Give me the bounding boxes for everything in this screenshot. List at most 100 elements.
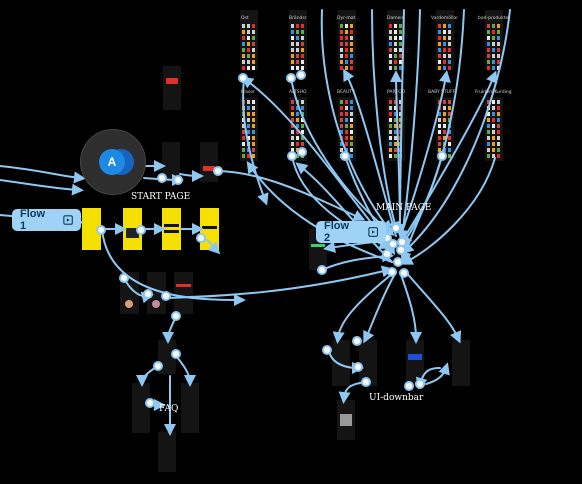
connection-node[interactable] bbox=[317, 265, 327, 275]
product-tile bbox=[296, 124, 299, 128]
screen-downbar-4[interactable] bbox=[452, 340, 470, 386]
product-tile bbox=[394, 54, 397, 58]
connection-node[interactable] bbox=[404, 381, 414, 391]
product-tile bbox=[242, 142, 245, 146]
product-tile bbox=[389, 106, 392, 110]
presentation-icon[interactable] bbox=[63, 214, 73, 226]
connection-node[interactable] bbox=[196, 233, 206, 243]
screen-onboard-3[interactable] bbox=[174, 272, 193, 314]
screen-faq-bottom[interactable] bbox=[158, 432, 176, 472]
product-tile bbox=[394, 106, 397, 110]
product-tile bbox=[394, 112, 397, 116]
product-tile bbox=[492, 142, 495, 146]
connection-node[interactable] bbox=[238, 73, 248, 83]
product-tile bbox=[492, 60, 495, 64]
category-label: Vardemöllar bbox=[431, 16, 459, 21]
product-tile bbox=[252, 24, 255, 28]
connection-node[interactable] bbox=[119, 273, 129, 283]
product-tile bbox=[252, 60, 255, 64]
connection-node[interactable] bbox=[415, 379, 425, 389]
product-tile bbox=[394, 60, 397, 64]
product-tile bbox=[492, 148, 495, 152]
connection-node[interactable] bbox=[145, 398, 155, 408]
screen-login-a[interactable] bbox=[162, 142, 180, 182]
product-tile bbox=[345, 112, 348, 116]
product-tile bbox=[389, 60, 392, 64]
screen-splash[interactable] bbox=[163, 66, 181, 110]
product-tile bbox=[389, 42, 392, 46]
product-tile bbox=[350, 100, 353, 104]
screen-start-3[interactable] bbox=[162, 208, 181, 250]
connection-node[interactable] bbox=[382, 249, 392, 259]
screen-login-b[interactable] bbox=[200, 142, 218, 182]
product-tile bbox=[242, 66, 245, 70]
connection-node[interactable] bbox=[397, 237, 407, 247]
product-tile bbox=[394, 148, 397, 152]
connection-node[interactable] bbox=[173, 175, 183, 185]
connection-node[interactable] bbox=[171, 349, 181, 359]
product-tile bbox=[448, 118, 451, 122]
product-tile bbox=[340, 118, 343, 122]
connection-node[interactable] bbox=[96, 225, 106, 235]
connection-node[interactable] bbox=[171, 311, 181, 321]
screen-downbar-1[interactable] bbox=[332, 340, 350, 386]
connection-node[interactable] bbox=[353, 362, 363, 372]
connection-node[interactable] bbox=[393, 257, 403, 267]
product-tile bbox=[247, 112, 250, 116]
category-label: PARFOO bbox=[387, 90, 406, 95]
connection-node[interactable] bbox=[296, 70, 306, 80]
flow-chip-flow-1[interactable]: Flow 1 bbox=[12, 208, 81, 232]
connection-node[interactable] bbox=[161, 291, 171, 301]
product-tile bbox=[247, 106, 250, 110]
screen-start-1[interactable] bbox=[82, 208, 101, 250]
connection-node[interactable] bbox=[157, 173, 167, 183]
product-tile bbox=[291, 60, 294, 64]
connection-node[interactable] bbox=[387, 267, 397, 277]
product-tile bbox=[497, 142, 500, 146]
screen-downbar-3[interactable] bbox=[406, 340, 424, 386]
connection-node[interactable] bbox=[286, 73, 296, 83]
connection-node[interactable] bbox=[388, 239, 398, 249]
product-tile bbox=[247, 130, 250, 134]
connection-node[interactable] bbox=[352, 336, 362, 346]
connection-node[interactable] bbox=[136, 225, 146, 235]
connection-node[interactable] bbox=[340, 151, 350, 161]
connection-node[interactable] bbox=[437, 151, 447, 161]
product-tile bbox=[350, 148, 353, 152]
connection-node[interactable] bbox=[361, 377, 371, 387]
screen-onboard-2[interactable] bbox=[147, 272, 166, 314]
screen-faq-right[interactable] bbox=[181, 383, 199, 433]
category-label: Damen bbox=[387, 16, 404, 21]
product-tile bbox=[291, 42, 294, 46]
product-tile bbox=[492, 154, 495, 158]
connection-node[interactable] bbox=[322, 345, 332, 355]
presentation-icon[interactable] bbox=[367, 226, 378, 238]
connection-node[interactable] bbox=[287, 151, 297, 161]
connection-node[interactable] bbox=[213, 166, 223, 176]
connection-node[interactable] bbox=[143, 289, 153, 299]
product-tile bbox=[438, 66, 441, 70]
connection-node[interactable] bbox=[399, 268, 409, 278]
connection-node[interactable] bbox=[396, 245, 406, 255]
product-tile bbox=[389, 66, 392, 70]
product-tile bbox=[443, 118, 446, 122]
product-tile bbox=[252, 48, 255, 52]
product-tile bbox=[497, 130, 500, 134]
section-label-ui-downbar: UI-downbar bbox=[369, 393, 424, 403]
product-tile bbox=[340, 112, 343, 116]
product-tile bbox=[340, 66, 343, 70]
product-tile bbox=[345, 66, 348, 70]
product-tile bbox=[350, 66, 353, 70]
connection-node[interactable] bbox=[153, 361, 163, 371]
connection-node[interactable] bbox=[297, 147, 307, 157]
product-tile bbox=[497, 42, 500, 46]
screen-downbar-2[interactable] bbox=[359, 340, 377, 386]
product-tile bbox=[487, 24, 490, 28]
flow-chip-flow-2[interactable]: Flow 2 bbox=[316, 220, 386, 244]
product-tile bbox=[389, 118, 392, 122]
product-tile bbox=[340, 106, 343, 110]
product-tile bbox=[340, 130, 343, 134]
connection-node[interactable] bbox=[391, 223, 401, 233]
screen-faq-left[interactable] bbox=[132, 383, 150, 433]
